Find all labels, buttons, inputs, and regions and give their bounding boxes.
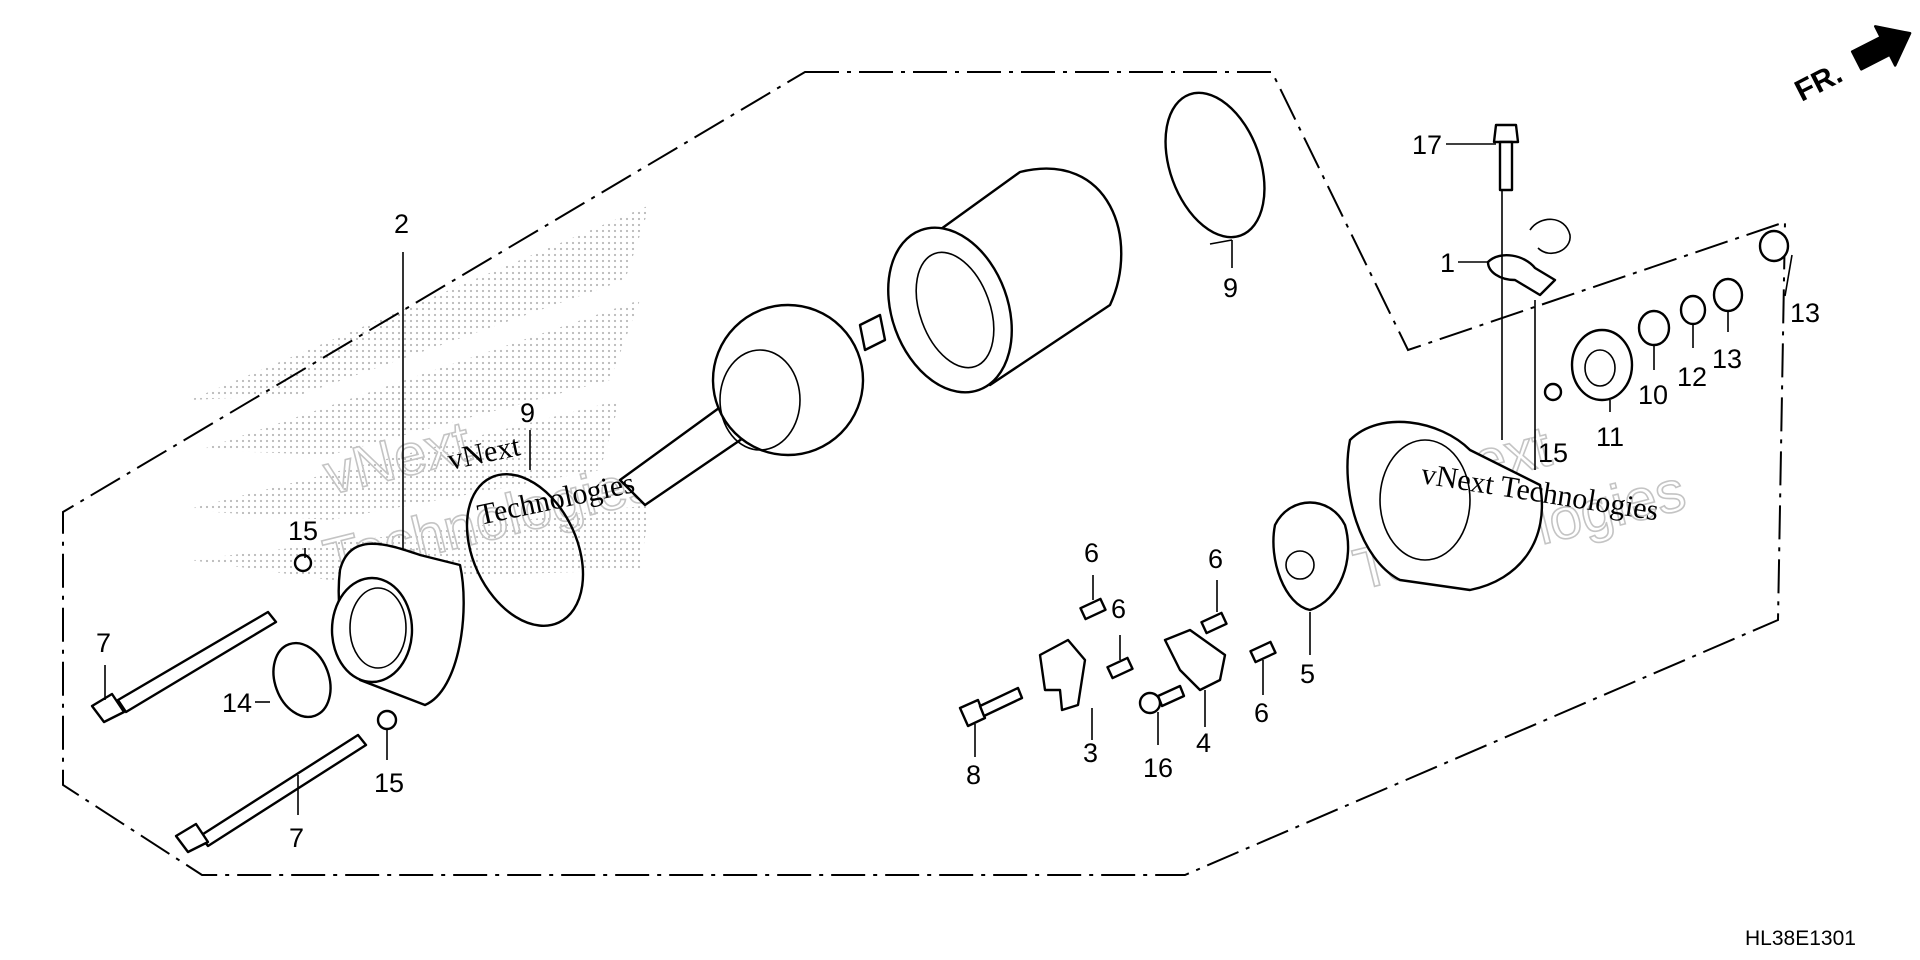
callout-6c: 6 — [1208, 544, 1223, 574]
callout-4: 4 — [1196, 728, 1211, 758]
callout-8: 8 — [966, 760, 981, 790]
screw-16 — [1138, 684, 1186, 715]
motor-yoke — [887, 167, 1123, 394]
diagram-code: HL38E1301 — [1745, 927, 1856, 950]
fr-label: FR. — [1790, 57, 1848, 108]
armature — [618, 303, 887, 507]
o-ring-left — [465, 473, 585, 627]
front-direction-arrow: FR. — [1790, 25, 1912, 108]
brush-3 — [1038, 638, 1087, 712]
spring-4 — [1249, 640, 1277, 664]
callout-labels: 1 2 3 4 5 6 6 6 6 7 7 8 9 9 10 11 12 13 … — [96, 130, 1820, 853]
callout-3: 3 — [1083, 738, 1098, 768]
callout-2: 2 — [394, 209, 409, 239]
brush-holder — [1272, 501, 1350, 612]
callout-11: 11 — [1596, 422, 1624, 452]
callout-9a: 9 — [520, 398, 535, 428]
callout-15b: 15 — [374, 768, 404, 798]
callout-7b: 7 — [289, 823, 304, 853]
terminal-bracket — [1486, 218, 1571, 297]
callout-9b: 9 — [1223, 273, 1238, 303]
o-ring-right — [1164, 91, 1266, 239]
o-ring — [272, 641, 332, 719]
callout-17: 17 — [1412, 130, 1442, 160]
callout-14: 14 — [222, 688, 252, 718]
callout-13a: 13 — [1712, 344, 1742, 374]
nut-13-lower — [1712, 277, 1744, 313]
rear-cover — [1346, 420, 1544, 592]
callout-10: 10 — [1638, 380, 1668, 410]
spring-2 — [1106, 656, 1134, 680]
washer-right — [1543, 382, 1563, 402]
through-bolt-lower — [174, 733, 368, 854]
washer-12 — [1679, 294, 1707, 326]
callout-5: 5 — [1300, 659, 1315, 689]
left-group-frame — [62, 71, 1787, 876]
terminal-nut — [1570, 328, 1634, 402]
bolt-top — [1492, 123, 1520, 192]
callout-12: 12 — [1677, 362, 1707, 392]
nut-13-upper — [1758, 229, 1790, 263]
callout-6d: 6 — [1254, 698, 1269, 728]
washer-left-upper — [293, 553, 313, 573]
insulator — [1637, 309, 1671, 347]
callout-6b: 6 — [1111, 594, 1126, 624]
washer-left-lower — [376, 709, 398, 731]
leader-lines — [104, 143, 1793, 815]
callout-6a: 6 — [1084, 538, 1099, 568]
callout-15a: 15 — [288, 516, 318, 546]
front-cover — [330, 542, 465, 707]
callout-15c: 15 — [1538, 438, 1568, 468]
callout-1: 1 — [1440, 248, 1455, 278]
screw-8 — [958, 686, 1024, 728]
spring-3 — [1200, 611, 1228, 635]
callout-16: 16 — [1143, 753, 1173, 783]
callout-13b: 13 — [1790, 298, 1820, 328]
brush-4 — [1163, 628, 1227, 692]
spring-1 — [1079, 597, 1107, 621]
through-bolt-upper — [90, 610, 278, 724]
callout-7a: 7 — [96, 628, 111, 658]
